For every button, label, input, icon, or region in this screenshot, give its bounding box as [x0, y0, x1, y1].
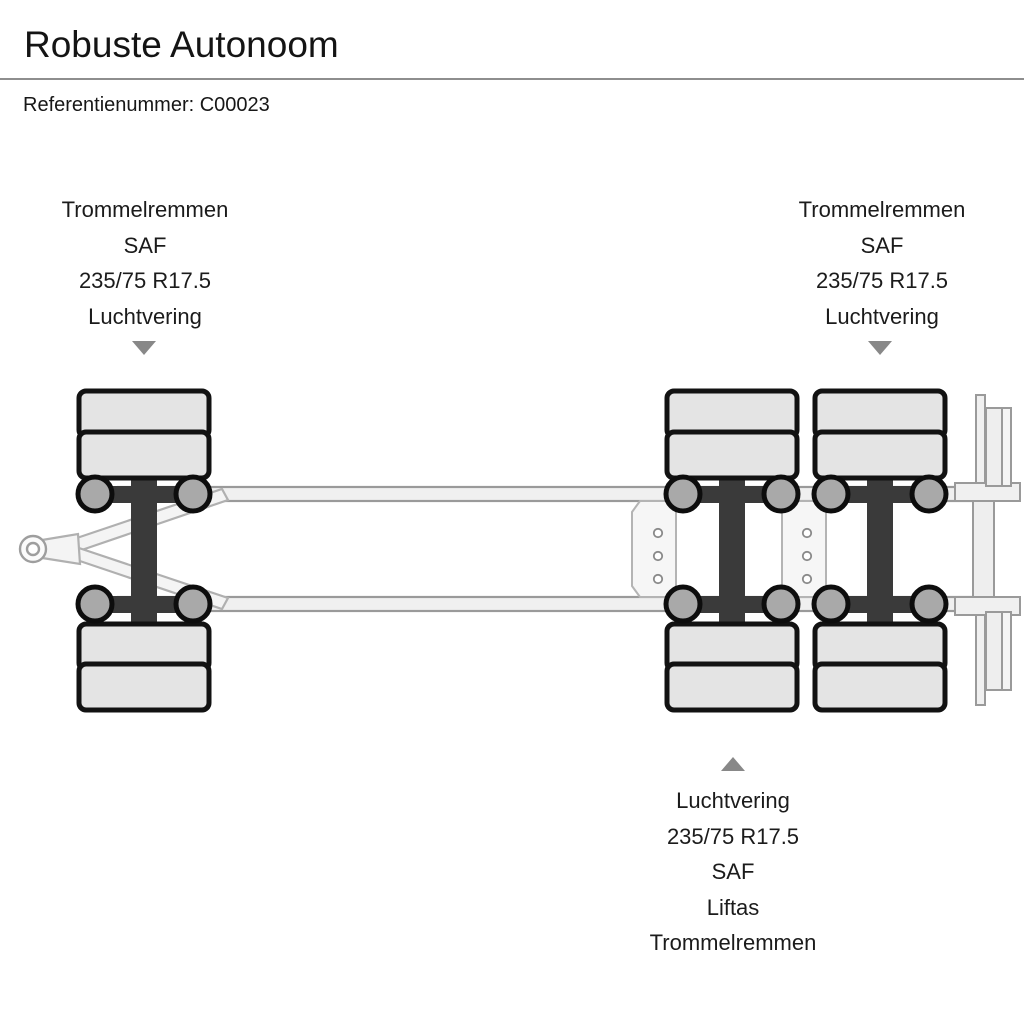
- annotation-line: 235/75 R17.5: [78, 268, 212, 293]
- tyre: [76, 661, 212, 713]
- page-title: Robuste Autonoom: [24, 24, 339, 65]
- tyre: [664, 661, 800, 713]
- annotation-line: Trommelremmen: [798, 197, 966, 222]
- triangle-down-icon: [132, 341, 156, 355]
- bolt-hole-icon: [652, 527, 664, 539]
- wheel-hub: [173, 474, 213, 514]
- bolt-hole-icon: [801, 573, 813, 585]
- cross-member-bracket-1: [631, 500, 677, 598]
- cross-member-bracket-2: [781, 500, 827, 598]
- annotation-line: Liftas: [706, 894, 760, 920]
- wheel-hub: [811, 474, 851, 514]
- annotation-line: 235/75 R17.5: [815, 268, 949, 293]
- axle-front-steering: [75, 388, 213, 713]
- tyre: [812, 661, 948, 713]
- tow-eye: [18, 534, 48, 564]
- triangle-up-icon: [721, 757, 745, 771]
- tyre: [812, 429, 948, 481]
- bolt-hole-icon: [801, 527, 813, 539]
- wheel-hub: [173, 584, 213, 624]
- bolt-hole-icon: [652, 550, 664, 562]
- header-divider: [0, 78, 1024, 80]
- annotation-line: Luchtvering: [825, 303, 939, 329]
- axle-rear-1: [663, 388, 801, 713]
- bolt-hole-icon: [801, 550, 813, 562]
- tyre: [76, 429, 212, 481]
- bolt-hole-icon: [652, 573, 664, 585]
- annotation-line: SAF: [711, 859, 755, 884]
- rear-cross-beam: [954, 394, 1021, 706]
- tyre: [664, 429, 800, 481]
- annotation-line: Trommelremmen: [61, 197, 229, 222]
- annotation-line: SAF: [123, 232, 167, 258]
- annotation-rear-axle: Trommelremmen SAF 235/75 R17.5 Luchtveri…: [737, 192, 1024, 334]
- chassis-rails: [116, 485, 990, 613]
- annotation-line: Luchtvering: [676, 788, 790, 813]
- annotation-rear-axle-bottom: Luchtvering 235/75 R17.5 SAF Liftas Trom…: [583, 783, 883, 961]
- triangle-down-icon: [868, 341, 892, 355]
- wheel-hub: [75, 584, 115, 624]
- reference-number: Referentienummer: C00023: [23, 94, 270, 116]
- axle-rear-2: [811, 388, 949, 713]
- annotation-line: SAF: [860, 232, 904, 258]
- wheel-hub: [909, 474, 949, 514]
- annotation-line: Luchtvering: [88, 303, 202, 329]
- wheel-hub: [811, 584, 851, 624]
- wheel-hub: [909, 584, 949, 624]
- wheel-hub: [761, 584, 801, 624]
- wheel-hub: [663, 474, 703, 514]
- wheel-hub: [75, 474, 115, 514]
- wheel-hub: [761, 474, 801, 514]
- annotation-front-axle: Trommelremmen SAF 235/75 R17.5 Luchtveri…: [0, 192, 290, 334]
- annotation-line: 235/75 R17.5: [666, 823, 800, 849]
- annotation-line: Trommelremmen: [649, 930, 817, 955]
- wheel-hub: [663, 584, 703, 624]
